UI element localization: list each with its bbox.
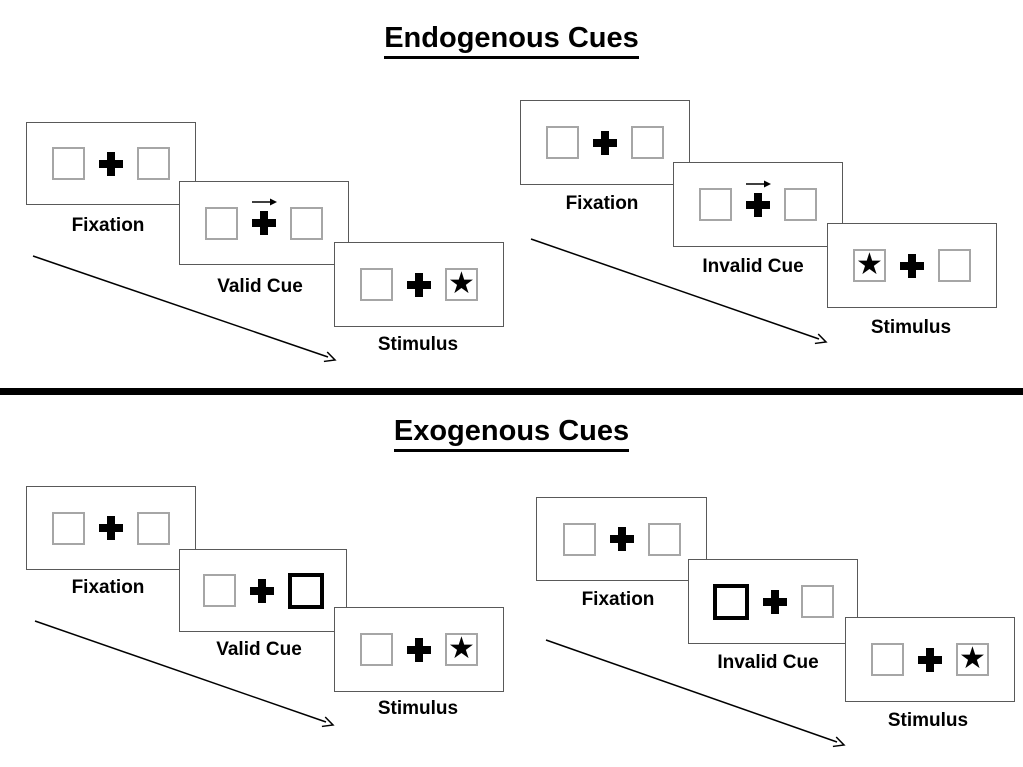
placeholder-box — [202, 574, 236, 607]
placeholder-box — [290, 206, 323, 240]
star-icon: ★ — [959, 641, 986, 676]
panel-label: Stimulus — [887, 710, 969, 731]
placeholder-box — [52, 511, 85, 545]
fixation-cross-icon — [593, 130, 617, 155]
cue-arrow-icon — [252, 198, 277, 206]
fixation-cross-icon — [99, 516, 123, 540]
placeholder-box — [205, 206, 238, 240]
fixation-cross-icon — [407, 272, 431, 297]
placeholder-box — [562, 522, 596, 556]
fixation-cross-icon — [252, 211, 276, 235]
panel-label: Fixation — [71, 577, 145, 598]
time-arrow-icon — [545, 639, 846, 748]
placeholder-box — [546, 126, 579, 159]
fixation-cross-icon — [249, 578, 274, 603]
panel-label: Valid Cue — [217, 276, 303, 297]
placeholder-box — [784, 188, 817, 221]
time-arrow-icon — [32, 255, 337, 363]
placeholder-box — [360, 268, 393, 301]
endogenous-title: Endogenous Cues — [0, 22, 1023, 59]
placeholder-box — [938, 249, 971, 282]
exogenous-title: Exogenous Cues — [0, 415, 1023, 452]
star-icon: ★ — [856, 247, 883, 282]
fixation-cross-icon — [99, 151, 123, 176]
cue-panel — [179, 549, 347, 632]
panel-label: Fixation — [71, 215, 145, 236]
star-icon: ★ — [448, 266, 475, 301]
cue-highlight-box — [287, 572, 324, 609]
stimulus-panel: ★ — [334, 607, 504, 692]
fixation-panel — [536, 497, 707, 581]
panel-label: Fixation — [565, 193, 639, 214]
time-arrow-icon — [34, 620, 335, 728]
fixation-cross-icon — [609, 527, 634, 551]
target-star-box: ★ — [853, 249, 886, 282]
panel-label: Stimulus — [377, 334, 459, 355]
target-star-box: ★ — [956, 643, 989, 676]
placeholder-box — [360, 633, 393, 666]
panel-label: Stimulus — [870, 317, 952, 338]
placeholder-box — [800, 585, 834, 618]
placeholder-box — [52, 147, 85, 180]
cue-highlight-box — [712, 583, 749, 620]
fixation-cross-icon — [407, 637, 431, 662]
stimulus-panel: ★ — [827, 223, 997, 308]
placeholder-box — [871, 643, 904, 676]
fixation-panel — [520, 100, 690, 185]
fixation-cross-icon — [918, 647, 942, 672]
star-icon: ★ — [448, 631, 475, 666]
panel-label: Valid Cue — [216, 639, 302, 660]
panel-label: Fixation — [581, 589, 655, 610]
cue-panel — [179, 181, 349, 265]
placeholder-box — [647, 522, 681, 556]
fixation-cross-icon — [900, 253, 924, 278]
panel-label: Invalid Cue — [717, 652, 819, 673]
section-divider — [0, 388, 1023, 395]
panel-label: Invalid Cue — [702, 256, 804, 277]
stimulus-panel: ★ — [845, 617, 1015, 702]
time-arrow-icon — [530, 238, 828, 345]
placeholder-box — [137, 511, 170, 545]
placeholder-box — [631, 126, 664, 159]
cue-panel — [673, 162, 843, 247]
placeholder-box — [137, 147, 170, 180]
fixation-cross-icon — [762, 589, 787, 614]
target-star-box: ★ — [445, 268, 478, 301]
panel-label: Stimulus — [377, 698, 459, 719]
cue-panel — [688, 559, 858, 644]
fixation-cross-icon — [746, 192, 770, 217]
fixation-panel — [26, 122, 196, 205]
fixation-panel — [26, 486, 196, 570]
stimulus-panel: ★ — [334, 242, 504, 327]
cue-arrow-icon — [746, 180, 771, 187]
target-star-box: ★ — [445, 633, 478, 666]
placeholder-box — [699, 188, 732, 221]
